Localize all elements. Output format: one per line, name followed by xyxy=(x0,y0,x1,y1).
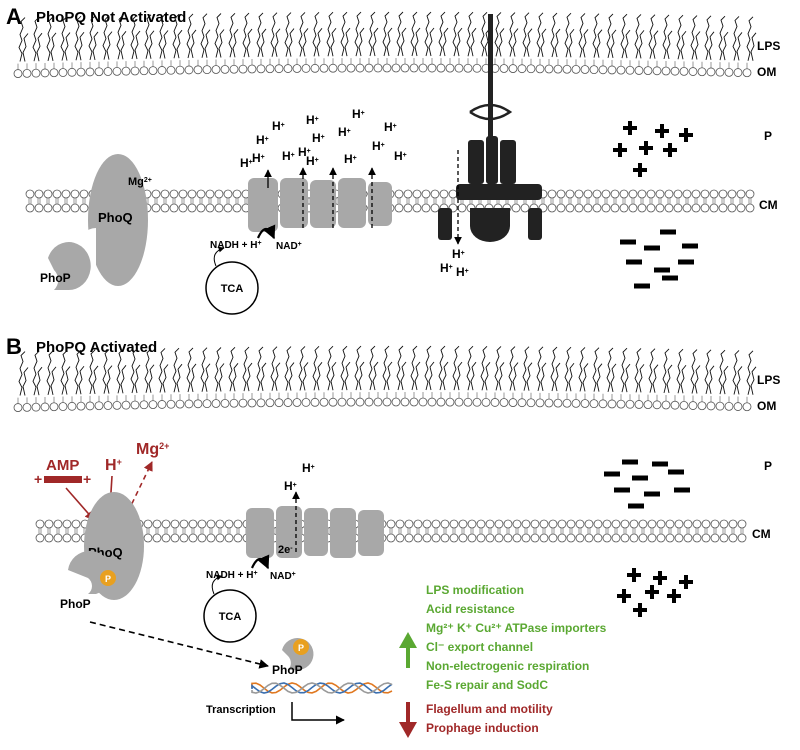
periplasm-proton: H+ xyxy=(372,139,385,153)
respiratory-complex xyxy=(246,506,384,558)
panel-b-title: PhoPQ Activated xyxy=(36,339,157,356)
transcription-arrow xyxy=(291,702,345,725)
nad-label: NAD+ xyxy=(276,241,302,253)
phop-label: PhoP xyxy=(60,597,91,611)
phosphate-label: P xyxy=(105,574,111,584)
panel-b: B PhoPQ Activated LPS OM P CM + + AMP H+… xyxy=(6,334,780,738)
label-periplasm: P xyxy=(764,129,772,143)
upregulated-item: LPS modification xyxy=(426,583,524,597)
amp-binding-arrow xyxy=(65,487,95,521)
lps-layer xyxy=(18,345,757,396)
periplasmic-protons: H+H+H+H+H+H+H+H+H+H+H+H+H+H+H+ xyxy=(240,107,407,170)
tca-label: TCA xyxy=(221,283,244,295)
tca-label: TCA xyxy=(219,611,242,623)
upregulated-list: LPS modification Acid resistance Mg²⁺ K⁺… xyxy=(426,583,607,692)
panel-a: A PhoPQ Not Activated LPS OM P CM PhoQ M… xyxy=(6,4,780,315)
phoq-label: PhoQ xyxy=(98,210,133,225)
panel-a-title: PhoPQ Not Activated xyxy=(36,9,186,26)
cytoplasm-positive-charges xyxy=(617,568,693,617)
nadh-label: NADH + H+ xyxy=(210,240,262,252)
phosphate-icon xyxy=(293,639,309,655)
mg-label: Mg2+ xyxy=(128,176,152,188)
transcription-label: Transcription xyxy=(206,704,276,716)
svg-text:+: + xyxy=(83,471,91,487)
phosphate-icon xyxy=(100,570,116,586)
respiratory-complex xyxy=(248,178,392,232)
label-cm: CM xyxy=(759,198,778,212)
mg-release-label: Mg2+ xyxy=(136,441,169,458)
periplasm-proton: H+ xyxy=(282,149,295,163)
flagellar-motor-icon xyxy=(438,14,542,242)
periplasm-proton: H+ xyxy=(306,154,319,168)
nad-label: NAD+ xyxy=(270,571,296,583)
periplasm-proton: H+ xyxy=(272,119,285,133)
outer-membrane xyxy=(13,58,752,78)
periplasm-proton: H+ xyxy=(312,131,325,145)
tca-cycle xyxy=(203,589,257,643)
periplasm-positive-charges xyxy=(613,121,693,177)
periplasm-proton: H+ xyxy=(394,149,407,163)
periplasm-proton-1: H+ xyxy=(284,479,297,493)
electron-label: 2e- xyxy=(278,544,293,556)
periplasm-proton: H+ xyxy=(352,107,365,121)
periplasm-negative-charges xyxy=(604,459,690,509)
periplasm-proton: H+ xyxy=(306,113,319,127)
amp-molecule: + + xyxy=(34,471,91,487)
phop-protein xyxy=(48,242,91,291)
upregulated-item: Non-electrogenic respiration xyxy=(426,659,589,673)
periplasm-proton: H+ xyxy=(338,125,351,139)
periplasm-proton: H+ xyxy=(240,156,253,170)
lps-layer xyxy=(18,11,757,62)
periplasm-proton: H+ xyxy=(344,152,357,166)
outer-membrane xyxy=(13,392,752,412)
upregulated-item: Acid resistance xyxy=(426,602,515,616)
downregulated-item: Flagellum and motility xyxy=(426,702,553,716)
phop-label: PhoP xyxy=(272,663,303,677)
nadh-conversion-arrow xyxy=(250,554,270,570)
amp-label: AMP xyxy=(46,457,79,474)
label-om: OM xyxy=(757,65,776,79)
panel-a-letter: A xyxy=(6,4,22,29)
tca-cycle xyxy=(205,261,259,315)
proton-pump-arrows xyxy=(264,167,376,228)
periplasm-proton: H+ xyxy=(298,145,311,159)
label-lps: LPS xyxy=(757,39,780,53)
phop-label: PhoP xyxy=(40,271,71,285)
label-om: OM xyxy=(757,399,776,413)
periplasm-proton: H+ xyxy=(252,151,265,165)
cytoplasm-negative-charges xyxy=(620,229,698,289)
phop-translocation-arrow xyxy=(89,621,269,669)
nadh-label: NADH + H+ xyxy=(206,570,258,582)
periplasm-proton-2: H+ xyxy=(302,461,315,475)
label-lps: LPS xyxy=(757,373,780,387)
dna-helix-icon xyxy=(251,682,393,694)
downregulated-item: Prophage induction xyxy=(426,721,539,735)
nadh-conversion-arrow xyxy=(256,224,276,240)
cyto-proton-1: H+ xyxy=(452,247,465,261)
phosphate-label: P xyxy=(298,643,304,653)
panel-b-letter: B xyxy=(6,334,22,359)
phop-protein xyxy=(68,550,112,594)
downregulated-list: Flagellum and motility Prophage inductio… xyxy=(426,702,553,735)
label-periplasm: P xyxy=(764,459,772,473)
upregulated-item: Mg²⁺ K⁺ Cu²⁺ ATPase importers xyxy=(426,621,607,635)
cyto-proton-3: H+ xyxy=(456,265,469,279)
label-cm: CM xyxy=(752,527,771,541)
periplasm-proton: H+ xyxy=(256,133,269,147)
proton-signal-label: H+ xyxy=(105,457,122,474)
upregulated-item: Fe-S repair and SodC xyxy=(426,678,548,692)
phoq-protein xyxy=(88,154,148,286)
periplasm-proton: H+ xyxy=(384,120,397,134)
cyto-proton-2: H+ xyxy=(440,261,453,275)
upregulated-item: Cl⁻ export channel xyxy=(426,640,533,654)
svg-text:+: + xyxy=(34,471,42,487)
